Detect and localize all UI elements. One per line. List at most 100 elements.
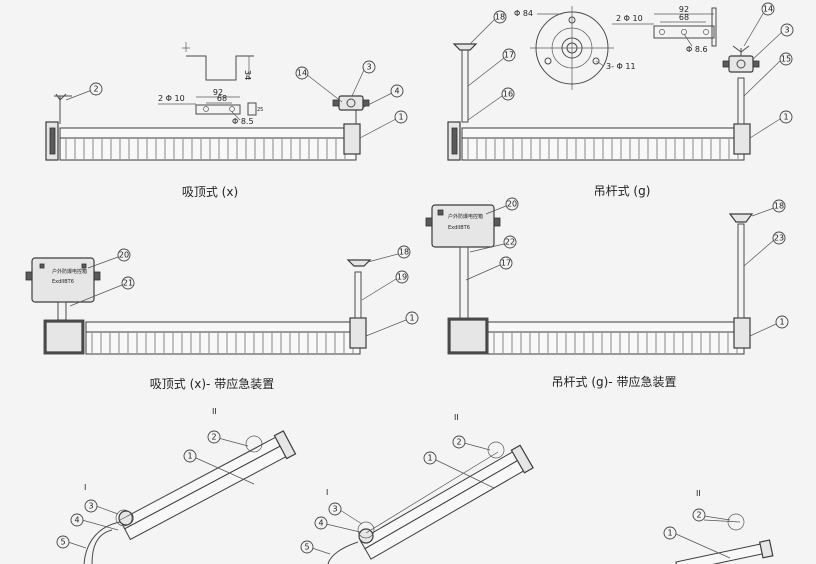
callout-balloons: 2 14 3 4 1 18 17 16 14 3 15 1 20 21 18 1… [56, 2, 794, 559]
lamp-fins [65, 139, 346, 159]
pendant-bracket-detail: 92 68 2 Φ 10 Φ 8.6 [612, 5, 717, 54]
balloon-4c: 4 [70, 513, 84, 527]
svg-text:23: 23 [774, 234, 784, 243]
svg-text:21: 21 [123, 279, 133, 288]
svg-text:17: 17 [504, 51, 514, 60]
svg-text:2: 2 [696, 511, 701, 520]
pendant-box-label-2: ExdIIBT6 [448, 225, 470, 231]
svg-text:4: 4 [74, 516, 79, 525]
detail-mark-II-1: II [212, 407, 217, 416]
balloon-3: 3 [362, 60, 376, 74]
svg-text:5: 5 [60, 538, 65, 547]
svg-text:4: 4 [318, 519, 323, 528]
detail-mark-II-3: II [696, 489, 701, 498]
detail-mark-I-2: I [326, 488, 328, 497]
balloon-1e: 1 [183, 449, 197, 463]
ceiling-box-label-2: ExdIIBT6 [52, 279, 74, 285]
caption-ceiling-emergency: 吸顶式 (x)- 带应急装置 [150, 376, 274, 391]
balloon-15: 15 [779, 52, 793, 66]
balloon-1c: 1 [405, 311, 419, 325]
svg-text:3: 3 [88, 502, 93, 511]
balloon-22: 22 [503, 235, 517, 249]
pendant-width-68: 68 [679, 13, 689, 22]
pendant-width-92: 92 [679, 5, 689, 14]
svg-text:1: 1 [398, 113, 403, 122]
balloon-4: 4 [390, 84, 404, 98]
svg-text:1: 1 [187, 452, 192, 461]
balloon-1g: 1 [663, 526, 677, 540]
detail-mark-II-2: II [454, 413, 459, 422]
svg-text:14: 14 [297, 69, 307, 78]
balloon-21: 21 [121, 276, 135, 290]
view-pendant-mount: Φ 84 3- Φ 11 92 68 2 Φ 10 Φ 8.6 [447, 5, 760, 161]
svg-text:22: 22 [505, 238, 515, 247]
bracket-height-dim: 34 [243, 70, 252, 80]
bracket-width-92: 92 [213, 88, 223, 97]
balloon-1b: 1 [779, 110, 793, 124]
svg-text:14: 14 [763, 5, 773, 14]
bracket-holes-right: Φ 8.5 [232, 117, 254, 126]
bracket-detail: 34 92 68 2 Φ 10 25 Φ 8.5 [158, 42, 263, 126]
svg-text:18: 18 [774, 202, 784, 211]
svg-text:20: 20 [507, 200, 517, 209]
svg-text:2: 2 [456, 438, 461, 447]
svg-text:19: 19 [397, 273, 407, 282]
balloon-1d: 1 [775, 315, 789, 329]
svg-text:16: 16 [503, 90, 513, 99]
view-angled-1 [83, 430, 297, 564]
caption-pendant: 吊杆式 (g) [594, 184, 651, 198]
balloon-2d: 2 [452, 435, 466, 449]
svg-text:1: 1 [427, 454, 432, 463]
svg-text:20: 20 [119, 251, 129, 260]
balloon-1: 1 [394, 110, 408, 124]
flange-diameter: Φ 84 [514, 9, 533, 18]
ceiling-box-label-1: 户外防爆电控箱 [52, 268, 87, 275]
svg-text:2: 2 [93, 85, 98, 94]
balloon-17b: 17 [499, 256, 513, 270]
svg-text:1: 1 [783, 113, 788, 122]
view-pendant-emergency: 户外防爆电控箱 ExdIIBT6 [425, 204, 754, 355]
lamp-fins [493, 333, 738, 353]
bracket-holes-left: 2 Φ 10 [158, 94, 185, 103]
balloon-14: 14 [295, 66, 309, 80]
caption-ceiling: 吸顶式 (x) [182, 185, 238, 199]
balloon-16: 16 [501, 87, 515, 101]
balloon-1f: 1 [423, 451, 437, 465]
balloon-19: 19 [395, 270, 409, 284]
balloon-3d: 3 [328, 502, 342, 516]
detail-mark-I-1: I [84, 483, 86, 492]
balloon-17: 17 [502, 48, 516, 62]
balloon-23: 23 [772, 231, 786, 245]
pendant-holes-right: Φ 8.6 [686, 45, 708, 54]
svg-text:3: 3 [332, 505, 337, 514]
balloon-20: 20 [117, 248, 131, 262]
svg-text:1: 1 [779, 318, 784, 327]
balloon-18b: 18 [397, 245, 411, 259]
balloon-3c: 3 [84, 499, 98, 513]
pendant-box-label-1: 户外防爆电控箱 [448, 213, 483, 220]
svg-text:4: 4 [394, 87, 399, 96]
balloon-18c: 18 [772, 199, 786, 213]
balloon-2e: 2 [692, 508, 706, 522]
caption-pendant-emergency: 吊杆式 (g)- 带应急装置 [552, 374, 677, 389]
balloon-5b: 5 [300, 540, 314, 554]
svg-text:1: 1 [667, 529, 672, 538]
svg-text:3: 3 [784, 26, 789, 35]
lamp-fins [91, 333, 354, 353]
svg-text:18: 18 [495, 13, 505, 22]
balloon-14b: 14 [761, 2, 775, 16]
balloon-2c: 2 [207, 430, 221, 444]
view-ceiling-emergency: 户外防爆电控箱 ExdIIBT6 [25, 257, 372, 355]
balloon-2: 2 [89, 82, 103, 96]
svg-text:1: 1 [409, 314, 414, 323]
svg-text:18: 18 [399, 248, 409, 257]
svg-text:3: 3 [366, 63, 371, 72]
pendant-holes-left: 2 Φ 10 [616, 14, 643, 23]
svg-text:2: 2 [211, 433, 216, 442]
view-ceiling-mount: 34 92 68 2 Φ 10 25 Φ 8.5 [45, 42, 370, 161]
flange-detail: Φ 84 3- Φ 11 [514, 6, 636, 90]
balloon-4d: 4 [314, 516, 328, 530]
balloon-5: 5 [56, 535, 70, 549]
flange-holes: 3- Φ 11 [606, 62, 636, 71]
